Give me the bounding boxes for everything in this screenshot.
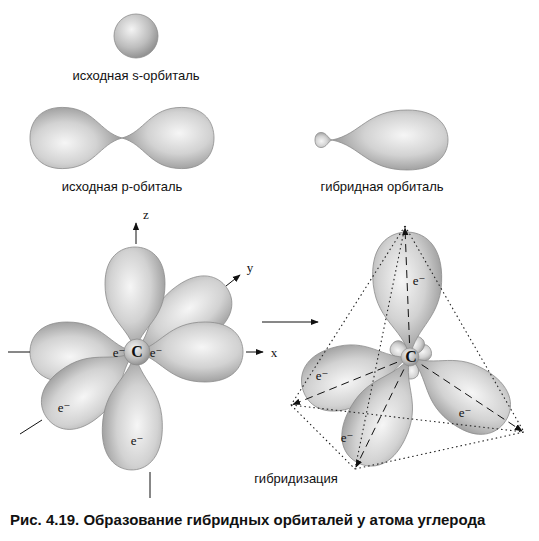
- electron-label-holder: e⁻: [113, 343, 126, 361]
- s-core: [124, 339, 150, 365]
- p-lobe: [101, 351, 165, 471]
- x-axis: [246, 352, 263, 353]
- p-lobe: [105, 247, 165, 352]
- carbon-core: [401, 348, 419, 366]
- axis-label: x: [271, 345, 278, 360]
- atom-symbol: C: [405, 348, 417, 365]
- axis-label-holder: y: [247, 258, 254, 276]
- z-axis: [136, 223, 137, 244]
- orbital-caption: исходная s-орбиталь: [72, 68, 199, 83]
- electron-label: e⁻: [113, 345, 126, 360]
- s-orbital: [114, 14, 158, 58]
- hybrid-axis: [405, 228, 410, 343]
- tetra-edge: [355, 432, 524, 469]
- tetra-edge: [291, 226, 405, 405]
- tetrahedron: [291, 226, 524, 469]
- orbital-caption-holder: исходная s-орбиталь: [72, 66, 199, 84]
- orbital-caption: гибридная орбиталь: [320, 179, 443, 194]
- hybrid-orbital: [315, 110, 448, 170]
- tetra-edge: [355, 226, 405, 469]
- axis-label: z: [143, 207, 149, 222]
- electron-label-holder: e⁻: [341, 428, 354, 446]
- electron-label: e⁻: [58, 400, 71, 415]
- electron-label-holder: e⁻: [131, 431, 144, 449]
- electron-label: e⁻: [413, 273, 426, 288]
- hybrid-lobe: [371, 231, 444, 358]
- axis-stub: [8, 352, 30, 353]
- hybrid-lobe: [392, 331, 523, 448]
- axis-label-holder: x: [271, 343, 278, 361]
- p-lobe: [30, 107, 122, 168]
- hybrid-axis: [422, 365, 522, 431]
- electron-label: e⁻: [459, 405, 472, 420]
- p-lobe: [122, 107, 214, 168]
- sp3-carbon: [294, 231, 523, 477]
- unhybridized-carbon: [29, 247, 244, 471]
- axis-stub: [20, 420, 42, 434]
- electron-label-holder: e⁻: [459, 403, 472, 421]
- p-lobe: [135, 322, 243, 382]
- axis-label-holder: z: [143, 205, 149, 223]
- electron-label-holder: e⁻: [316, 366, 329, 384]
- process-label: гибридизация: [254, 471, 338, 486]
- electron-label-holder: e⁻: [150, 343, 163, 361]
- hybrid-axis: [356, 370, 404, 468]
- electron-label: e⁻: [150, 345, 163, 360]
- electron-label: e⁻: [131, 433, 144, 448]
- hybrid-axis: [293, 362, 397, 404]
- figure-caption: Рис. 4.19. Образование гибридных орбитал…: [10, 511, 485, 528]
- hybrid-axes: [293, 228, 522, 467]
- hybrid-small-lobe: [315, 133, 332, 148]
- orbital-caption-holder: гибридная орбиталь: [320, 177, 443, 195]
- axis-stub: [150, 472, 151, 498]
- process-arrow: [262, 322, 318, 323]
- orbital-caption: исходная p-обиталь: [62, 179, 183, 194]
- orbital-caption-holder: исходная p-обиталь: [62, 177, 183, 195]
- hybrid-lobe: [332, 110, 448, 170]
- hybrid-lobe: [330, 343, 438, 477]
- figure-caption-holder: Рис. 4.19. Образование гибридных орбитал…: [10, 511, 485, 529]
- tetra-edge: [291, 405, 355, 469]
- axis-label: y: [247, 260, 254, 275]
- tetra-edge: [405, 226, 524, 432]
- electron-label: e⁻: [341, 430, 354, 445]
- y-axis: [226, 275, 240, 286]
- electron-label-holder: e⁻: [58, 398, 71, 416]
- electron-label: e⁻: [316, 368, 329, 383]
- p-orbital: [30, 107, 214, 168]
- atom-symbol: C: [131, 343, 143, 360]
- atom-symbol-holder: C: [131, 343, 143, 361]
- atom-symbol-holder: C: [405, 348, 417, 366]
- electron-label-holder: e⁻: [413, 271, 426, 289]
- process-label-holder: гибридизация: [254, 469, 338, 487]
